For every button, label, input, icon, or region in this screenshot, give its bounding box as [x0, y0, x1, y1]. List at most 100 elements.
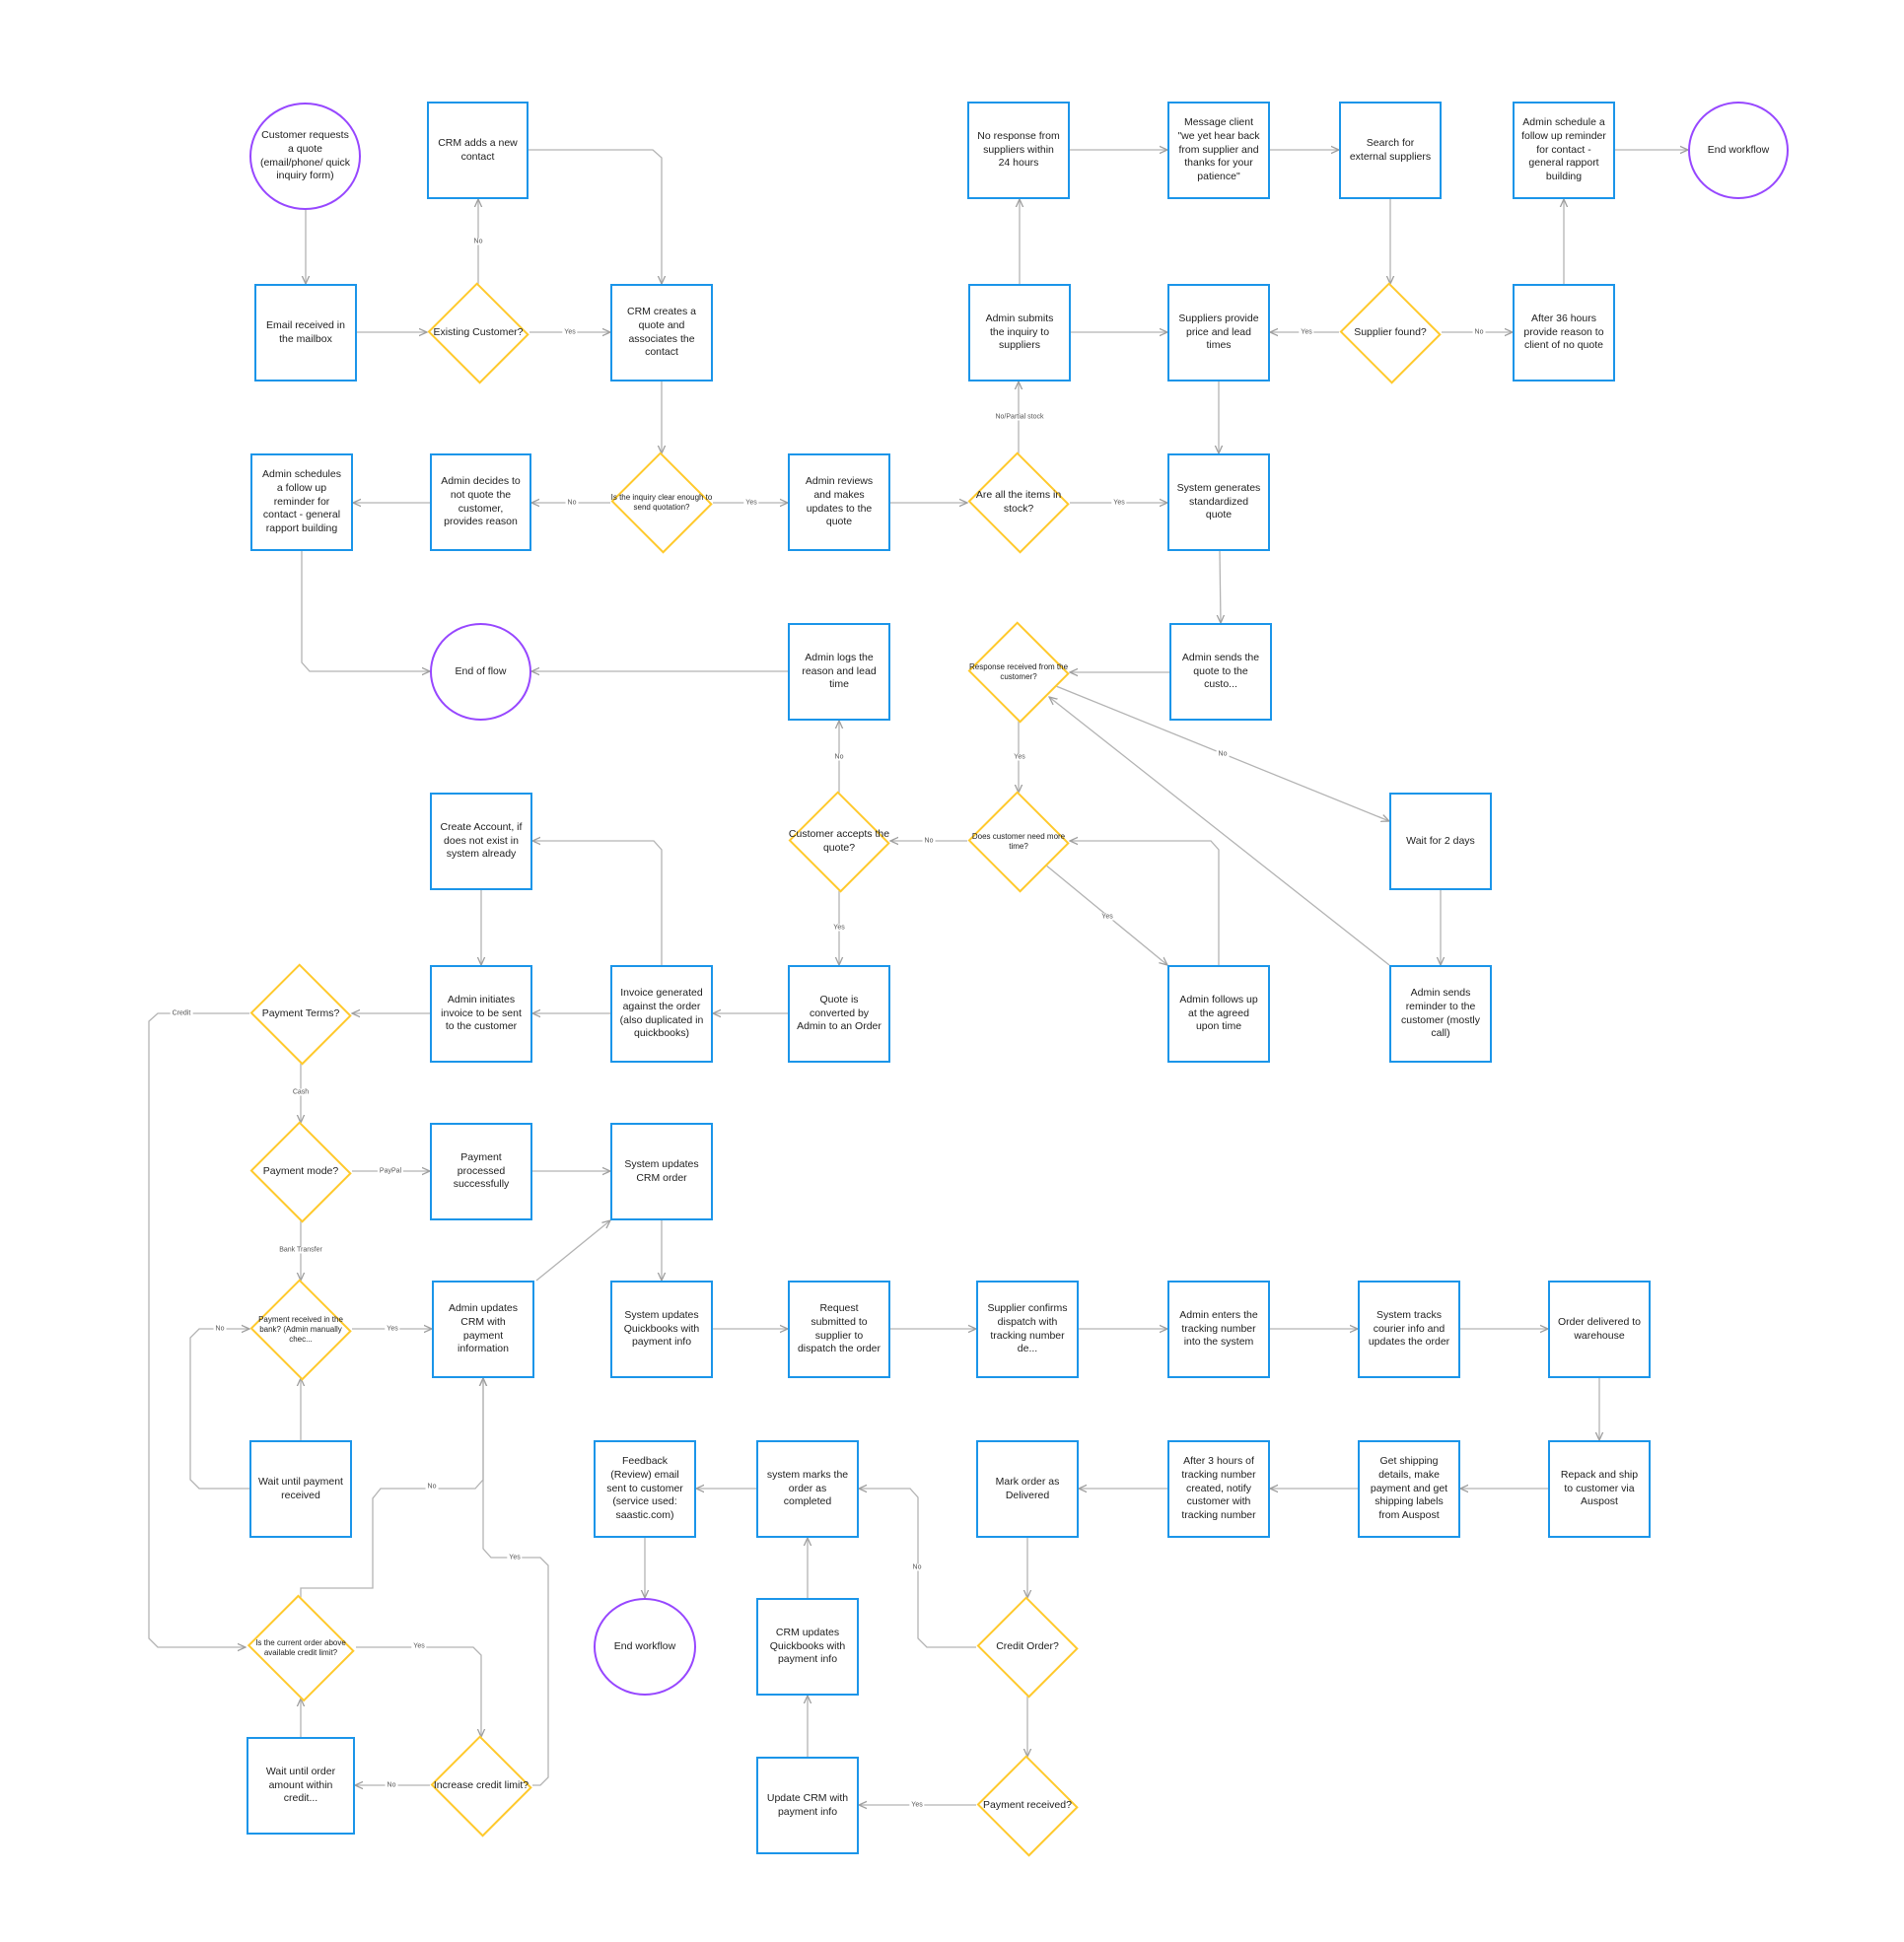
system-generates-quote-box[interactable]: System generates standardized quote: [1167, 453, 1270, 551]
node-label: Get shipping details, make payment and g…: [1370, 1454, 1448, 1522]
suppliers-provide-price-box[interactable]: Suppliers provide price and lead times: [1167, 284, 1270, 381]
admin-enters-tracking-box[interactable]: Admin enters the tracking number into th…: [1167, 1281, 1270, 1378]
credit-order-decision[interactable]: Credit Order?: [976, 1595, 1079, 1699]
create-account-box[interactable]: Create Account, if does not exist in sys…: [430, 793, 532, 890]
node-label: Search for external suppliers: [1349, 136, 1432, 163]
node-label: System generates standardized quote: [1176, 481, 1261, 521]
node-label: Request submitted to supplier to dispatc…: [797, 1301, 881, 1355]
node-label: Admin decides to not quote the customer,…: [441, 474, 521, 528]
end-of-flow[interactable]: End of flow: [430, 623, 531, 721]
payment-mode-decision[interactable]: Payment mode?: [249, 1120, 352, 1223]
node-label: CRM adds a new contact: [438, 136, 518, 163]
node-label: Payment Terms?: [261, 1006, 340, 1019]
after-3-hours-box[interactable]: After 3 hours of tracking number created…: [1167, 1440, 1270, 1538]
node-label: End of flow: [455, 664, 507, 677]
inquiry-clear-decision[interactable]: Is the inquiry clear enough to send quot…: [610, 451, 713, 554]
node-label: Suppliers provide price and lead times: [1178, 312, 1259, 352]
message-client-box[interactable]: Message client "we yet hear back from su…: [1167, 102, 1270, 199]
admin-schedules-reminder-box[interactable]: Admin schedules a follow up reminder for…: [250, 453, 353, 551]
connector-arrow: [300, 1378, 483, 1598]
node-label: Admin follows up at the agreed upon time: [1179, 993, 1258, 1033]
crm-adds-contact-box[interactable]: CRM adds a new contact: [427, 102, 529, 199]
admin-schedule-reminder-2-box[interactable]: Admin schedule a follow up reminder for …: [1513, 102, 1615, 199]
admin-initiates-invoice-box[interactable]: Admin initiates invoice to be sent to th…: [430, 965, 532, 1063]
node-label: Create Account, if does not exist in sys…: [440, 820, 523, 861]
admin-updates-crm-payment-box[interactable]: Admin updates CRM with payment informati…: [432, 1281, 534, 1378]
node-label: After 3 hours of tracking number created…: [1181, 1454, 1256, 1522]
edge-label-inquiry-no: No: [565, 499, 579, 507]
admin-reviews-quote-box[interactable]: Admin reviews and makes updates to the q…: [788, 453, 890, 551]
payment-processed-box[interactable]: Payment processed successfully: [430, 1123, 532, 1220]
supplier-found-decision[interactable]: Supplier found?: [1339, 281, 1442, 384]
payment-received-decision[interactable]: Payment received?: [976, 1754, 1079, 1857]
mark-delivered-box[interactable]: Mark order as Delivered: [976, 1440, 1079, 1538]
update-crm-payment-box[interactable]: Update CRM with payment info: [756, 1757, 859, 1854]
repack-ship-box[interactable]: Repack and ship to customer via Auspost: [1548, 1440, 1651, 1538]
system-updates-crm-order-box[interactable]: System updates CRM order: [610, 1123, 713, 1220]
system-updates-quickbooks-box[interactable]: System updates Quickbooks with payment i…: [610, 1281, 713, 1378]
connector-arrow: [189, 1329, 249, 1490]
quote-converted-box[interactable]: Quote is converted by Admin to an Order: [788, 965, 890, 1063]
wait-until-credit-box[interactable]: Wait until order amount within credit...: [247, 1737, 355, 1835]
need-more-time-decision[interactable]: Does customer need more time?: [967, 790, 1070, 893]
admin-decides-not-quote-box[interactable]: Admin decides to not quote the customer,…: [430, 453, 531, 551]
order-delivered-warehouse-box[interactable]: Order delivered to warehouse: [1548, 1281, 1651, 1378]
end-workflow-top[interactable]: End workflow: [1688, 102, 1789, 199]
request-dispatch-box[interactable]: Request submitted to supplier to dispatc…: [788, 1281, 890, 1378]
crm-updates-quickbooks-box[interactable]: CRM updates Quickbooks with payment info: [756, 1598, 859, 1696]
admin-sends-reminder-box[interactable]: Admin sends reminder to the customer (mo…: [1389, 965, 1492, 1063]
node-label: Is the current order above available cre…: [255, 1638, 346, 1657]
edge-label-existing-no: No: [471, 238, 485, 245]
admin-follows-up-box[interactable]: Admin follows up at the agreed upon time: [1167, 965, 1270, 1063]
node-label: Credit Order?: [996, 1639, 1059, 1652]
get-shipping-details-box[interactable]: Get shipping details, make payment and g…: [1358, 1440, 1460, 1538]
node-label: End workflow: [1707, 143, 1770, 156]
node-label: Payment received in the bank? (Admin man…: [258, 1314, 343, 1344]
search-external-suppliers-box[interactable]: Search for external suppliers: [1339, 102, 1442, 199]
admin-logs-reason-box[interactable]: Admin logs the reason and lead time: [788, 623, 890, 721]
invoice-generated-box[interactable]: Invoice generated against the order (als…: [610, 965, 713, 1063]
node-label: Invoice generated against the order (als…: [619, 986, 704, 1040]
node-label: Payment received?: [983, 1798, 1072, 1811]
node-label: System updates Quickbooks with payment i…: [623, 1308, 700, 1349]
connector-arrow: [532, 841, 663, 965]
items-in-stock-decision[interactable]: Are all the items in stock?: [967, 451, 1070, 554]
existing-customer-decision[interactable]: Existing Customer?: [427, 281, 529, 384]
email-received-box[interactable]: Email received in the mailbox: [254, 284, 357, 381]
edge-label-terms-credit: Credit: [170, 1009, 193, 1017]
edge-label-bank-yes: Yes: [385, 1325, 400, 1333]
response-received-decision[interactable]: Response received from the customer?: [967, 620, 1070, 724]
customer-accepts-decision[interactable]: Customer accepts the quote?: [788, 790, 890, 893]
edge-label-credit-order-no: No: [910, 1563, 924, 1571]
wait-until-payment-box[interactable]: Wait until payment received: [249, 1440, 352, 1538]
payment-terms-decision[interactable]: Payment Terms?: [249, 962, 352, 1066]
after-36-hours-box[interactable]: After 36 hours provide reason to client …: [1513, 284, 1615, 381]
supplier-confirms-dispatch-box[interactable]: Supplier confirms dispatch with tracking…: [976, 1281, 1079, 1378]
payment-received-bank-decision[interactable]: Payment received in the bank? (Admin man…: [249, 1278, 352, 1381]
feedback-email-box[interactable]: Feedback (Review) email sent to customer…: [594, 1440, 696, 1538]
edge-label-credit-limit-yes: Yes: [411, 1642, 427, 1650]
start-customer-requests-quote[interactable]: Customer requests a quote (email/phone/ …: [249, 103, 361, 210]
system-tracks-courier-box[interactable]: System tracks courier info and updates t…: [1358, 1281, 1460, 1378]
node-label: system marks the order as completed: [766, 1468, 849, 1508]
node-label: System updates CRM order: [624, 1157, 699, 1184]
node-label: Customer accepts the quote?: [788, 827, 890, 854]
order-above-credit-decision[interactable]: Is the current order above available cre…: [246, 1594, 356, 1702]
crm-creates-quote-box[interactable]: CRM creates a quote and associates the c…: [610, 284, 713, 381]
node-label: End workflow: [613, 1639, 676, 1652]
node-label: Update CRM with payment info: [766, 1791, 849, 1818]
connector-arrow: [1049, 697, 1390, 966]
node-label: System tracks courier info and updates t…: [1368, 1308, 1450, 1349]
admin-sends-quote-box[interactable]: Admin sends the quote to the custo...: [1169, 623, 1272, 721]
no-response-suppliers-box[interactable]: No response from suppliers within 24 hou…: [967, 102, 1070, 199]
end-workflow-bottom[interactable]: End workflow: [594, 1598, 696, 1696]
increase-credit-limit-decision[interactable]: Increase credit limit?: [430, 1734, 532, 1838]
admin-submits-inquiry-box[interactable]: Admin submits the inquiry to suppliers: [968, 284, 1071, 381]
node-label: Email received in the mailbox: [266, 318, 345, 345]
system-marks-completed-box[interactable]: system marks the order as completed: [756, 1440, 859, 1538]
edge-label-stock-no-partial: No/Partial stock: [993, 413, 1046, 421]
node-label: Payment mode?: [262, 1164, 339, 1177]
node-label: Admin enters the tracking number into th…: [1179, 1308, 1258, 1349]
node-label: Are all the items in stock?: [975, 488, 1062, 515]
wait-2-days-box[interactable]: Wait for 2 days: [1389, 793, 1492, 890]
